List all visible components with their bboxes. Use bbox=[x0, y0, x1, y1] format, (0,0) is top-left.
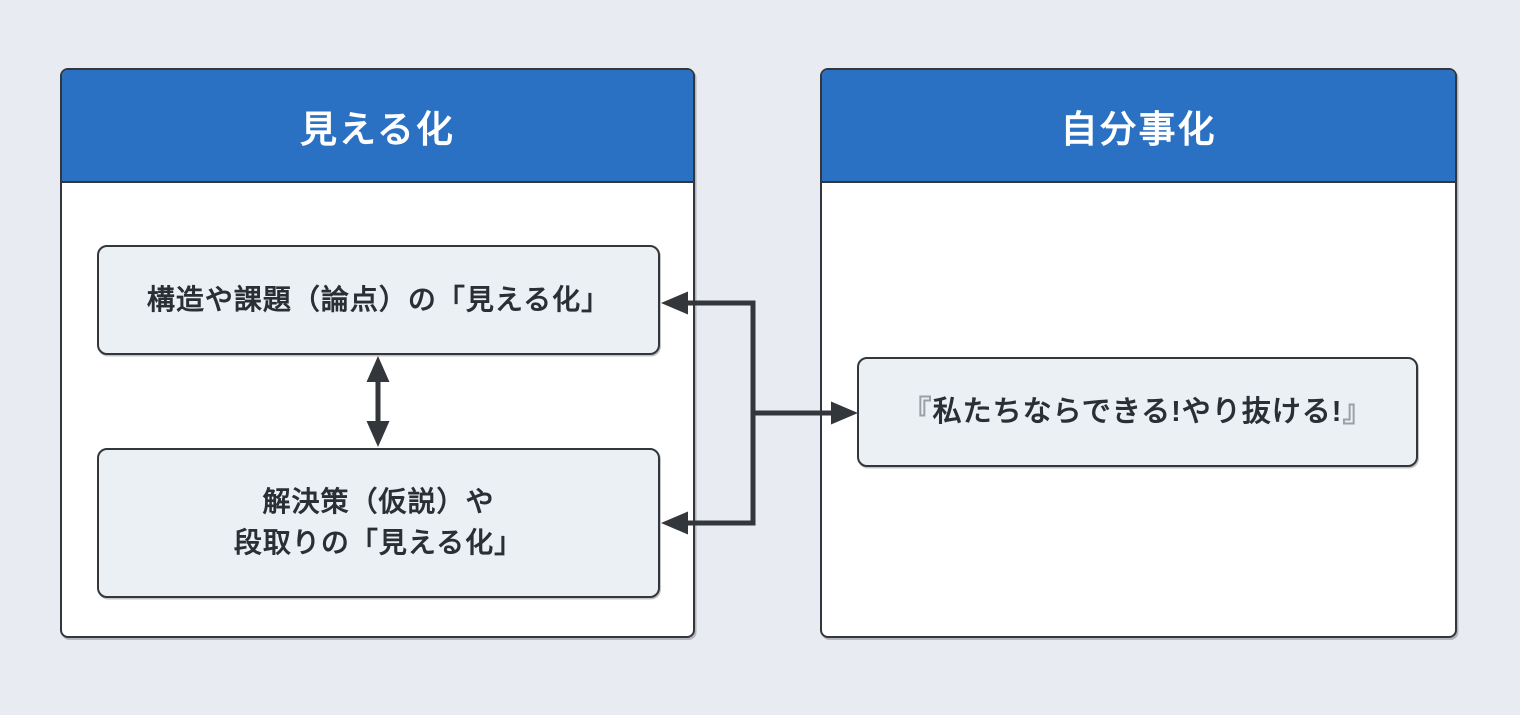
quote-text: 私たちならできる!やり抜ける! bbox=[932, 395, 1343, 428]
panel-mieruka: 見える化 構造や課題（論点）の「見える化」 解決策（仮説）や 段取りの「見える化… bbox=[60, 68, 695, 638]
solution-plan-label-line2: 段取りの「見える化」 bbox=[233, 527, 524, 558]
panel-mieruka-title: 見える化 bbox=[300, 108, 455, 150]
panel-jibungotoka-title: 自分事化 bbox=[1060, 108, 1217, 150]
panel-jibungotoka-header: 自分事化 bbox=[822, 70, 1455, 183]
structure-issues-box: 構造や課題（論点）の「見える化」 bbox=[97, 245, 660, 355]
panel-jibungotoka: 自分事化 『私たちならできる!やり抜ける!』 bbox=[820, 68, 1457, 638]
motivation-quote-box: 『私たちならできる!やり抜ける!』 bbox=[857, 357, 1418, 467]
panel-mieruka-header: 見える化 bbox=[62, 70, 693, 183]
structure-issues-label: 構造や課題（論点）の「見える化」 bbox=[146, 283, 611, 315]
quote-close-bracket: 』 bbox=[1342, 395, 1373, 428]
quote-open-bracket: 『 bbox=[902, 395, 933, 428]
solution-plan-box: 解決策（仮説）や 段取りの「見える化」 bbox=[97, 448, 660, 598]
motivation-quote-label: 『私たちならできる!やり抜ける!』 bbox=[903, 391, 1373, 433]
solution-plan-label-line1: 解決策（仮説）や bbox=[262, 486, 495, 518]
